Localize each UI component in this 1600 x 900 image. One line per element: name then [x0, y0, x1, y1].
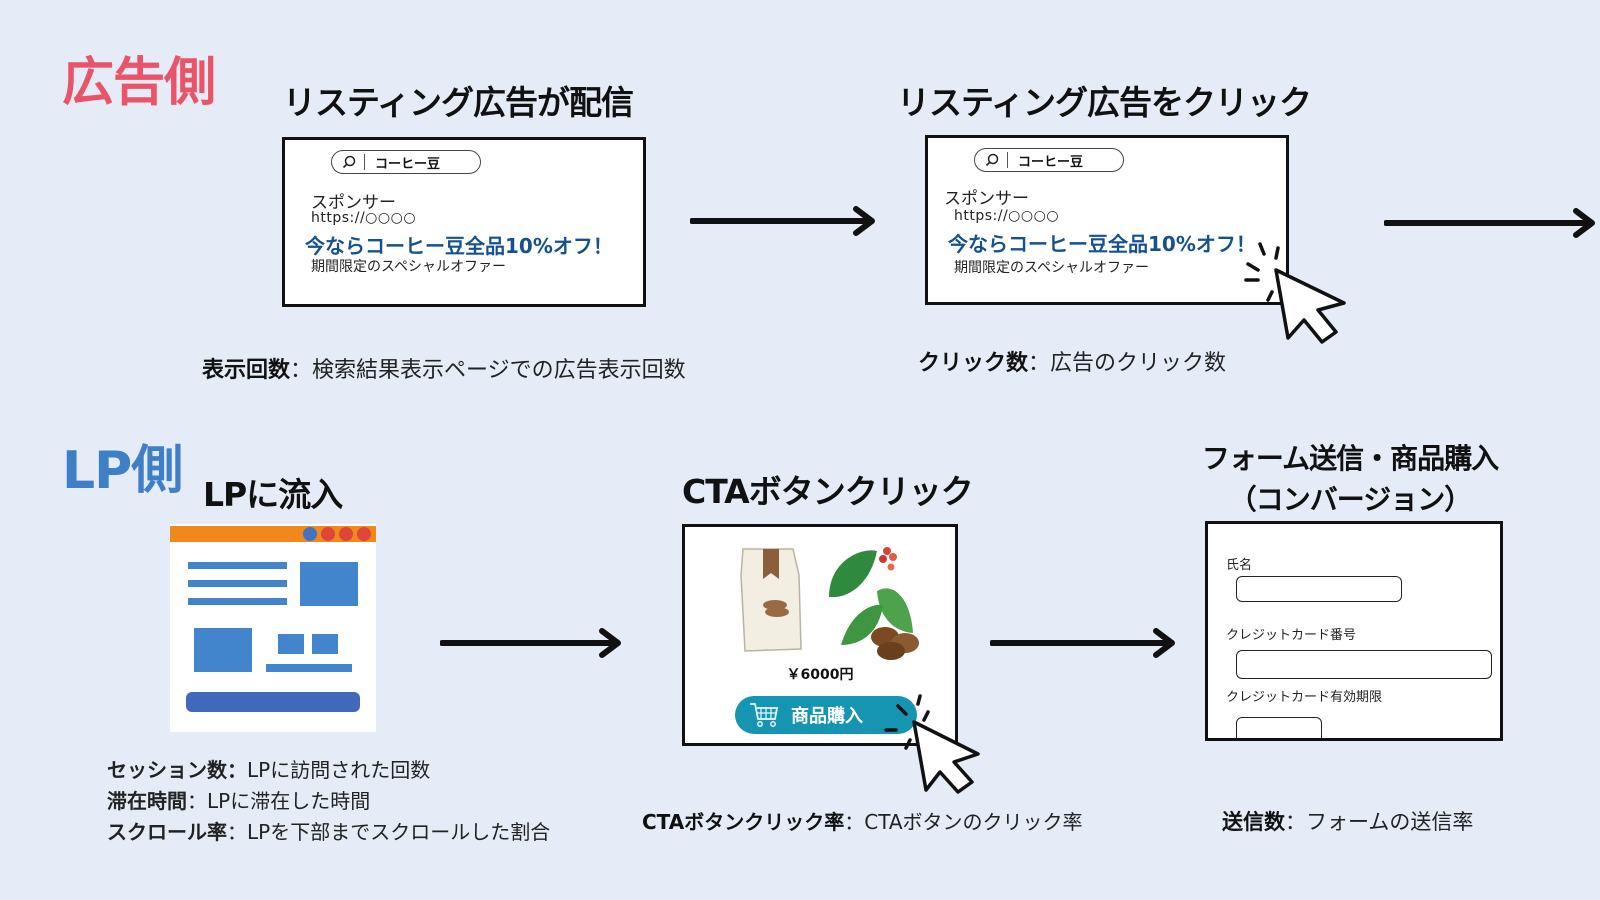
metric-submissions: 送信数：フォームの送信率: [1222, 806, 1473, 836]
search-query: コーヒー豆: [1018, 154, 1084, 170]
card-number-input[interactable]: [1236, 650, 1492, 679]
metric-name: セッション数：: [107, 758, 247, 782]
cursor-click-icon: [880, 692, 990, 806]
ad-description: 期間限定のスペシャルオファー: [954, 260, 1150, 276]
metric-dwell-time: 滞在時間：LPに滞在した時間: [107, 786, 550, 817]
search-bar: コーヒー豆: [331, 150, 481, 174]
sponsor-label: スポンサー: [944, 189, 1029, 209]
lp-side-label: LP側: [62, 441, 183, 501]
metric-desc: ：LPに滞在した時間: [187, 789, 371, 813]
ad-url: https://○○○○: [311, 210, 417, 226]
lp-metrics-list: セッション数：LPに訪問された回数 滞在時間：LPに滞在した時間 スクロール率：…: [107, 755, 550, 848]
metric-name: 滞在時間: [107, 789, 187, 813]
step-title-ad-click: リスティング広告をクリック: [897, 83, 1312, 122]
metric-desc: ：フォームの送信率: [1285, 810, 1474, 834]
step-title-conversion: フォーム送信・商品購入: [1201, 442, 1499, 475]
search-ad-mock-clicked: コーヒー豆 スポンサー https://○○○○ 今ならコーヒー豆全品10%オフ…: [925, 135, 1289, 305]
product-card-mock: ￥6000円 商品購入: [682, 524, 958, 746]
metric-name: 送信数: [1222, 810, 1285, 834]
buy-button-label: 商品購入: [791, 706, 863, 727]
landing-page-icon: [170, 524, 376, 736]
ad-headline[interactable]: 今ならコーヒー豆全品10%オフ！: [305, 234, 613, 258]
metric-desc: ：検索結果表示ページでの広告表示回数: [290, 358, 686, 383]
metric-desc: ：CTAボタンのクリック率: [844, 810, 1083, 834]
card-expiry-input[interactable]: [1236, 717, 1322, 738]
metric-name: クリック数: [918, 351, 1029, 376]
arrow-right-icon: [690, 206, 880, 236]
purchase-form-mock: 氏名 クレジットカード番号 クレジットカード有効期限: [1205, 521, 1503, 741]
buy-button[interactable]: 商品購入: [735, 696, 917, 734]
metric-name: 表示回数: [202, 358, 291, 383]
step-title-conversion-sub: （コンバージョン）: [1228, 483, 1472, 516]
step-title-lp-inflow: LPに流入: [203, 475, 343, 514]
search-icon: [985, 153, 999, 167]
metric-name: CTAボタンクリック率: [642, 810, 845, 834]
arrow-right-icon: [439, 628, 626, 662]
metric-desc: ：広告のクリック数: [1028, 351, 1227, 376]
metric-impressions: 表示回数：検索結果表示ページでの広告表示回数: [202, 352, 686, 384]
form-label-card-number: クレジットカード番号: [1226, 628, 1357, 643]
cursor-click-icon: [1240, 240, 1355, 354]
step-title-cta-click: CTAボタンクリック: [682, 472, 974, 511]
metric-scroll-rate: スクロール率：LPを下部までスクロールした割合: [107, 817, 550, 848]
name-input[interactable]: [1236, 576, 1402, 602]
ad-url: https://○○○○: [954, 208, 1060, 224]
ad-side-label: 広告側: [62, 53, 216, 113]
ad-headline[interactable]: 今ならコーヒー豆全品10%オフ！: [948, 232, 1256, 256]
coffee-plant-image: [829, 547, 919, 660]
search-ad-mock: コーヒー豆 スポンサー https://○○○○ 今ならコーヒー豆全品10%オフ…: [282, 137, 646, 307]
metric-name: スクロール率: [107, 820, 227, 844]
arrow-right-icon: [989, 628, 1180, 662]
metric-cta-click-rate: CTAボタンクリック率：CTAボタンのクリック率: [642, 806, 1083, 835]
ad-description: 期間限定のスペシャルオファー: [311, 259, 507, 275]
metric-desc: LPに訪問された回数: [247, 758, 431, 782]
metric-sessions: セッション数：LPに訪問された回数: [107, 755, 550, 786]
form-label-name: 氏名: [1226, 558, 1253, 573]
search-icon: [342, 155, 356, 169]
sponsor-label: スポンサー: [311, 193, 396, 213]
cart-icon: [750, 703, 779, 727]
step-title-ad-delivered: リスティング広告が配信: [283, 83, 634, 122]
product-price: ￥6000円: [786, 667, 854, 683]
metric-clicks: クリック数：広告のクリック数: [918, 345, 1226, 377]
search-query: コーヒー豆: [375, 156, 441, 172]
metric-desc: ：LPを下部までスクロールした割合: [227, 820, 551, 844]
form-label-card-expiry: クレジットカード有効期限: [1226, 690, 1383, 705]
search-bar: コーヒー豆: [974, 148, 1124, 172]
coffee-bag-image: [740, 548, 802, 652]
arrow-right-icon: [1384, 208, 1600, 238]
